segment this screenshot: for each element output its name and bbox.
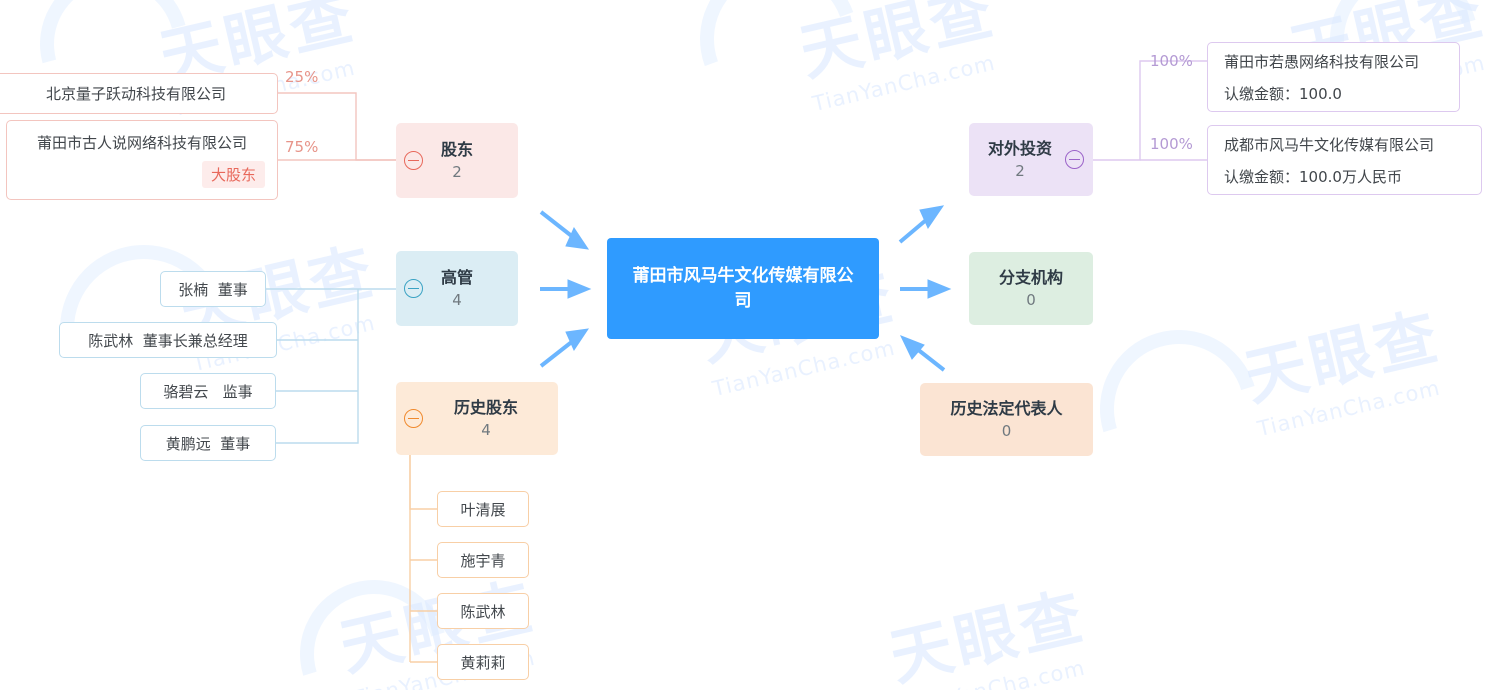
executive-box-0[interactable]: 张楠 董事 (160, 271, 266, 307)
category-title: 分支机构 (998, 267, 1063, 287)
executive-title: 董事长兼总经理 (142, 331, 248, 350)
executive-name: 黄鹏远 (165, 434, 211, 453)
investment-percent-1: 100% (1150, 135, 1193, 153)
former-shareholder-name: 黄莉莉 (460, 653, 506, 672)
shareholder-name: 北京量子跃动科技有限公司 (45, 85, 226, 103)
executive-name: 张楠 (178, 280, 209, 299)
executive-box-1[interactable]: 陈武林 董事长兼总经理 (59, 322, 277, 358)
category-count: 0 (1001, 421, 1012, 440)
investment-percent-0: 100% (1150, 52, 1193, 70)
executive-name: 骆碧云 (163, 382, 209, 401)
shareholder-percent-0: 25% (285, 68, 319, 86)
category-count: 2 (1015, 161, 1025, 180)
former-shareholder-box-2[interactable]: 陈武林 (437, 593, 529, 629)
investment-amount: 认缴金额：100.0 (1224, 84, 1342, 103)
shareholder-box-0[interactable]: 北京量子跃动科技有限公司 (0, 73, 278, 114)
category-title: 对外投资 (987, 138, 1052, 158)
former-shareholder-name: 叶清展 (460, 500, 506, 519)
investment-box-0[interactable]: 莆田市若愚网络科技有限公司 认缴金额：100.0 (1207, 42, 1460, 112)
category-former-shareholders[interactable]: 历史股东 4 (396, 382, 558, 455)
center-company-name: 莆田市风马牛文化传媒有限公司 (632, 265, 854, 311)
minus-circle-icon[interactable] (404, 151, 423, 170)
minus-circle-icon[interactable] (1065, 150, 1084, 169)
former-shareholder-box-0[interactable]: 叶清展 (437, 491, 529, 527)
shareholder-percent-1: 75% (285, 138, 319, 156)
category-title: 股东 (440, 139, 473, 159)
investment-amount: 认缴金额：100.0万人民币 (1224, 167, 1402, 186)
category-executives[interactable]: 高管 4 (396, 251, 518, 326)
executive-title: 监事 (222, 382, 253, 401)
center-company-node[interactable]: 莆田市风马牛文化传媒有限公司 (607, 238, 879, 339)
investment-box-1[interactable]: 成都市风马牛文化传媒有限公司 认缴金额：100.0万人民币 (1207, 125, 1482, 195)
category-title: 历史法定代表人 (950, 398, 1063, 418)
category-count: 0 (1026, 290, 1036, 309)
former-shareholder-box-1[interactable]: 施宇青 (437, 542, 529, 578)
minus-circle-icon[interactable] (404, 279, 423, 298)
category-title: 高管 (440, 267, 473, 287)
major-shareholder-badge: 大股东 (201, 161, 265, 188)
minus-circle-icon[interactable] (404, 409, 423, 428)
former-shareholder-box-3[interactable]: 黄莉莉 (437, 644, 529, 680)
category-branches[interactable]: 分支机构 0 (969, 252, 1093, 325)
former-shareholder-name: 施宇青 (460, 551, 506, 570)
category-former-legal-rep[interactable]: 历史法定代表人 0 (920, 383, 1093, 456)
investment-name: 莆田市若愚网络科技有限公司 (1224, 52, 1420, 71)
category-count: 2 (452, 162, 462, 181)
category-count: 4 (452, 290, 462, 309)
category-title: 历史股东 (453, 397, 518, 417)
shareholder-box-1[interactable]: 莆田市古人说网络科技有限公司 大股东 (6, 120, 278, 200)
shareholder-name: 莆田市古人说网络科技有限公司 (36, 134, 247, 152)
executive-name: 陈武林 (88, 331, 134, 350)
former-shareholder-name: 陈武林 (460, 602, 506, 621)
executive-box-3[interactable]: 黄鹏远 董事 (140, 425, 276, 461)
category-investments[interactable]: 对外投资 2 (969, 123, 1093, 196)
executive-title: 董事 (220, 434, 251, 453)
executive-box-2[interactable]: 骆碧云 监事 (140, 373, 276, 409)
investment-name: 成都市风马牛文化传媒有限公司 (1224, 135, 1435, 154)
category-count: 4 (481, 420, 491, 439)
category-shareholders[interactable]: 股东 2 (396, 123, 518, 198)
executive-title: 董事 (217, 280, 248, 299)
